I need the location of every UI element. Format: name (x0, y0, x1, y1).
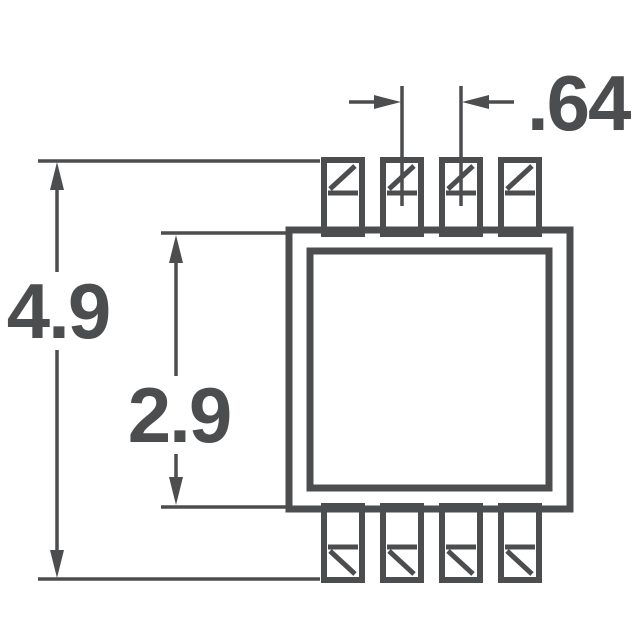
arrowhead-left-icon (462, 95, 489, 109)
overall-label-mask (2, 272, 114, 350)
bottom-pin-2 (380, 503, 424, 583)
arrowhead-up-icon (50, 162, 64, 190)
pin-bend-diagonal (446, 164, 475, 191)
body-inner-outline (306, 247, 553, 492)
pin-lead (498, 157, 542, 237)
pin-bend-diagonal (328, 164, 357, 191)
dimension-label-body-span: 2.9 (128, 371, 230, 459)
pin-lead (321, 503, 365, 583)
pin-bend-diagonal (505, 549, 534, 576)
pin-bend-diagonal (387, 549, 416, 576)
pin-lead (380, 157, 424, 237)
bottom-pin-3 (439, 503, 483, 583)
bottom-pin-1 (321, 503, 365, 583)
dimension-label-lead-pitch: .64 (527, 59, 631, 147)
pin-lead (321, 157, 365, 237)
arrowhead-down-icon (169, 477, 183, 505)
top-pin-4 (498, 157, 542, 237)
pin-lead (380, 503, 424, 583)
dimension-body-span: 2.9 (122, 231, 287, 509)
dimension-label-overall-span: 4.9 (7, 267, 109, 355)
top-pin-2 (380, 157, 424, 237)
arrowhead-down-icon (50, 550, 64, 578)
top-pin-1 (321, 157, 365, 237)
arrowhead-right-icon (374, 95, 401, 109)
dimension-lead-pitch: .64 (349, 59, 633, 206)
pin-bend-diagonal (328, 549, 357, 576)
top-pins (321, 157, 542, 237)
pin-lead (498, 503, 542, 583)
pin-bend-diagonal (446, 549, 475, 576)
pin-bend-diagonal (387, 164, 416, 191)
top-pin-3 (439, 157, 483, 237)
body-label-mask (122, 376, 236, 454)
bottom-pin-4 (498, 503, 542, 583)
package-body (285, 226, 574, 513)
bottom-pins (321, 503, 542, 583)
body-outer-outline (285, 226, 574, 513)
arrowhead-up-icon (169, 235, 183, 263)
pin-bend-diagonal (505, 164, 534, 191)
dimension-overall-span: 4.9 (2, 159, 320, 581)
pin-lead (439, 503, 483, 583)
pin-lead (439, 157, 483, 237)
